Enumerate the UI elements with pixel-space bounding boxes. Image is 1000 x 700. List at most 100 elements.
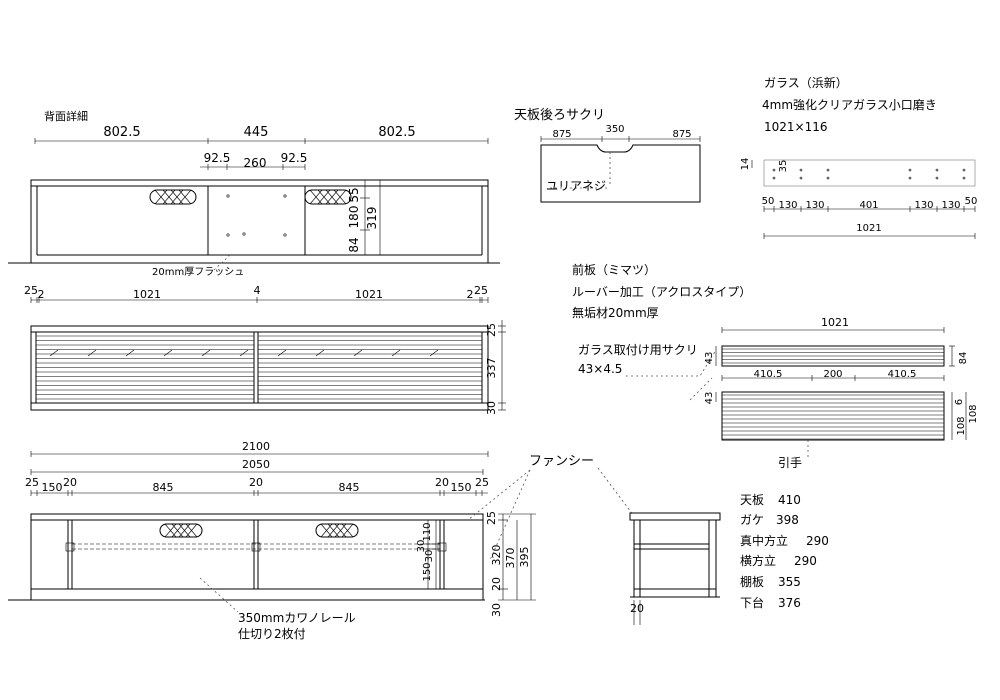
glass-size: 1021×116 — [764, 120, 828, 134]
mid-dim-25-left: 25 — [24, 284, 38, 297]
front-dim-20: 20 — [490, 577, 503, 591]
glass-bottom-130a: 130 — [778, 200, 797, 211]
part-value: 355 — [778, 575, 801, 589]
part-name: 真中方立 — [740, 533, 788, 548]
rail-note-line1: 350mmカワノレール — [238, 611, 356, 625]
panel-mid-200: 200 — [823, 369, 842, 380]
part-name: 棚板 — [740, 574, 764, 589]
panel-right-84: 84 — [958, 352, 969, 365]
glass-overall-1021: 1021 — [856, 223, 881, 234]
front-dim-110: 110 — [422, 522, 433, 541]
glass-view: ガラス（浜新） 4mm強化クリアガラス小口磨き 1021×116 14 35 5… — [740, 75, 977, 239]
glass-bottom-130b: 130 — [805, 200, 824, 211]
front-part-25-left: 25 — [25, 476, 39, 489]
front-dim-150: 150 — [422, 562, 433, 581]
mid-dim-1021-right: 1021 — [355, 288, 383, 301]
front-inner-2050: 2050 — [242, 458, 270, 471]
back-dim-center: 445 — [244, 125, 269, 140]
notch-dim-875-left: 875 — [552, 129, 571, 140]
panel-left-43a: 43 — [704, 352, 715, 365]
top-notch-title: 天板後ろサクリ — [514, 108, 605, 123]
part-name: 天板 — [740, 493, 764, 507]
front-part-845-left: 845 — [153, 481, 174, 494]
front-dim-370: 370 — [504, 548, 517, 569]
louver-front-view: 25 337 30 — [30, 320, 506, 415]
top-back-notch-view: 天板後ろサクリ 875 350 875 ユリアネジ — [514, 108, 701, 203]
handle-label: 引手 — [778, 456, 802, 470]
panel-right-6: 6 — [954, 399, 965, 405]
glass-bottom-50-right: 50 — [965, 196, 978, 207]
front-panel-spec1: ルーバー加工（アクロスタイプ） — [572, 285, 751, 299]
glass-spec: 4mm強化クリアガラス小口磨き — [762, 98, 937, 112]
side-section-view: ファンシー 20 — [467, 454, 721, 625]
front-elevation-view: 2100 2050 25 150 20 845 20 845 20 150 25 — [8, 440, 536, 641]
part-value: 398 — [776, 513, 799, 527]
front-part-25-right: 25 — [475, 476, 489, 489]
louver-dim-25: 25 — [485, 323, 498, 337]
front-dim-25: 25 — [485, 511, 498, 525]
louver-mark — [49, 349, 59, 357]
glass-notch-title: ガラス取付け用サクリ — [578, 343, 698, 357]
fancy-label: ファンシー — [529, 454, 594, 469]
glass-dim-35: 35 — [778, 160, 789, 173]
louver-mark — [277, 349, 287, 357]
back-right-dim-180: 180 — [347, 206, 361, 229]
front-dim-320: 320 — [490, 545, 503, 566]
louver-mark — [429, 349, 439, 357]
louver-mark — [201, 349, 211, 357]
back-right-dim-55: 55 — [347, 187, 361, 202]
louver-mark — [163, 349, 173, 357]
front-part-845-right: 845 — [339, 481, 360, 494]
part-name: 下台 — [740, 595, 764, 610]
back-dim-left: 802.5 — [103, 125, 140, 140]
mid-dim-2-left: 2 — [38, 288, 45, 301]
glass-bottom-50-left: 50 — [762, 196, 775, 207]
back-detail-title: 背面詳細 — [44, 109, 88, 123]
rail-note-line2: 仕切り2枚付 — [238, 626, 306, 641]
back-right-dim-84: 84 — [347, 237, 361, 252]
panel-right-108a: 108 — [956, 416, 967, 435]
front-panel-spec2: 無垢材20mm厚 — [572, 305, 659, 320]
part-name: 横方立 — [740, 553, 776, 568]
mid-dim-1021-left: 1021 — [133, 288, 161, 301]
front-part-20-left: 20 — [63, 476, 77, 489]
mid-dim-4: 4 — [254, 284, 261, 297]
glass-notch-size: 43×4.5 — [578, 362, 622, 376]
front-dim-30a: 30 — [416, 540, 427, 553]
louver-dim-337: 337 — [485, 358, 498, 379]
glass-bottom-130c: 130 — [914, 200, 933, 211]
notch-dim-350: 350 — [605, 124, 624, 135]
part-value: 376 — [778, 596, 801, 610]
front-part-150-left: 150 — [42, 481, 63, 494]
side-dim-20: 20 — [630, 602, 644, 615]
louver-mark — [315, 349, 325, 357]
back-right-dim-319: 319 — [365, 207, 379, 230]
panel-left-43b: 43 — [704, 392, 715, 405]
parts-list: 天板 410 ガケ 398 真中方立 290 横方立 290 棚板 355 下台… — [740, 493, 829, 610]
notch-dim-875-right: 875 — [672, 129, 691, 140]
back-subdim-right: 92.5 — [281, 151, 308, 165]
part-value: 290 — [806, 534, 829, 548]
back-subdim-left: 92.5 — [204, 151, 231, 165]
front-panel-title: 前板（ミマツ） — [572, 262, 656, 277]
front-dim-30-bottom: 30 — [490, 603, 503, 617]
part-value: 290 — [794, 554, 817, 568]
part-name: ガケ — [740, 513, 764, 527]
front-panel-view: 前板（ミマツ） ルーバー加工（アクロスタイプ） 無垢材20mm厚 ガラス取付け用… — [572, 262, 979, 470]
back-detail-view: 背面詳細 802.5 445 802.5 92.5 260 92.5 — [8, 109, 500, 278]
front-dim-30b: 30 — [424, 550, 435, 563]
glass-title: ガラス（浜新） — [764, 75, 848, 90]
front-part-20-right: 20 — [435, 476, 449, 489]
louver-mark — [391, 349, 401, 357]
mid-dimension-row: 25 2 1021 4 1021 2 25 — [24, 284, 489, 303]
mid-dim-25-right: 25 — [474, 284, 488, 297]
panel-mid-410-left: 410.5 — [754, 369, 783, 380]
flush-panel-label: 20mm厚フラッシュ — [152, 266, 244, 278]
urea-screw-label: ユリアネジ — [546, 179, 606, 193]
louver-mark — [239, 349, 249, 357]
glass-dim-14: 14 — [740, 158, 751, 171]
louver-mark — [353, 349, 363, 357]
back-subdim-center: 260 — [244, 156, 267, 170]
louver-dim-30: 30 — [485, 401, 498, 415]
